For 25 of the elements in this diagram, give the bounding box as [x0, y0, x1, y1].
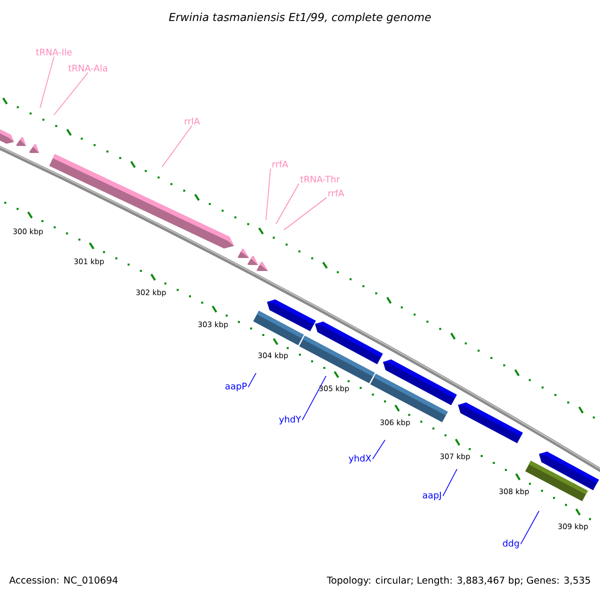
gene-label: rrlA [184, 118, 200, 124]
gene-label: aapJ [422, 492, 441, 500]
leader-line [248, 372, 256, 388]
leader-line [520, 510, 540, 544]
gene-label: rrfA [272, 160, 288, 168]
footer-text: Accession: NC_010694 [9, 576, 118, 586]
leader-line [40, 56, 54, 108]
gene-label: yhdY [279, 416, 302, 424]
leader-line [276, 183, 300, 224]
leader-line [284, 197, 327, 230]
leader-line [54, 72, 88, 116]
leader-line [372, 440, 386, 460]
gene-label: tRNA-Ile [36, 48, 72, 56]
leader-line [442, 468, 458, 496]
gene-label: rrfA [328, 190, 344, 196]
gene-label: tRNA-Ala [68, 64, 108, 72]
leader-line [162, 125, 192, 168]
title: Erwinia tasmaniensis Et1/99, complete genome [169, 12, 431, 24]
gene-label: tRNA-Thr [300, 176, 340, 182]
leader-line [266, 168, 271, 220]
gene-label: aapP [225, 382, 247, 392]
gene-label: ddg [502, 540, 519, 548]
leader-line [302, 376, 326, 420]
footer-text: Topology: circular; Length: 3,883,467 bp; Genes: 3,535 [326, 576, 590, 586]
gene-label: yhdX [348, 454, 372, 464]
